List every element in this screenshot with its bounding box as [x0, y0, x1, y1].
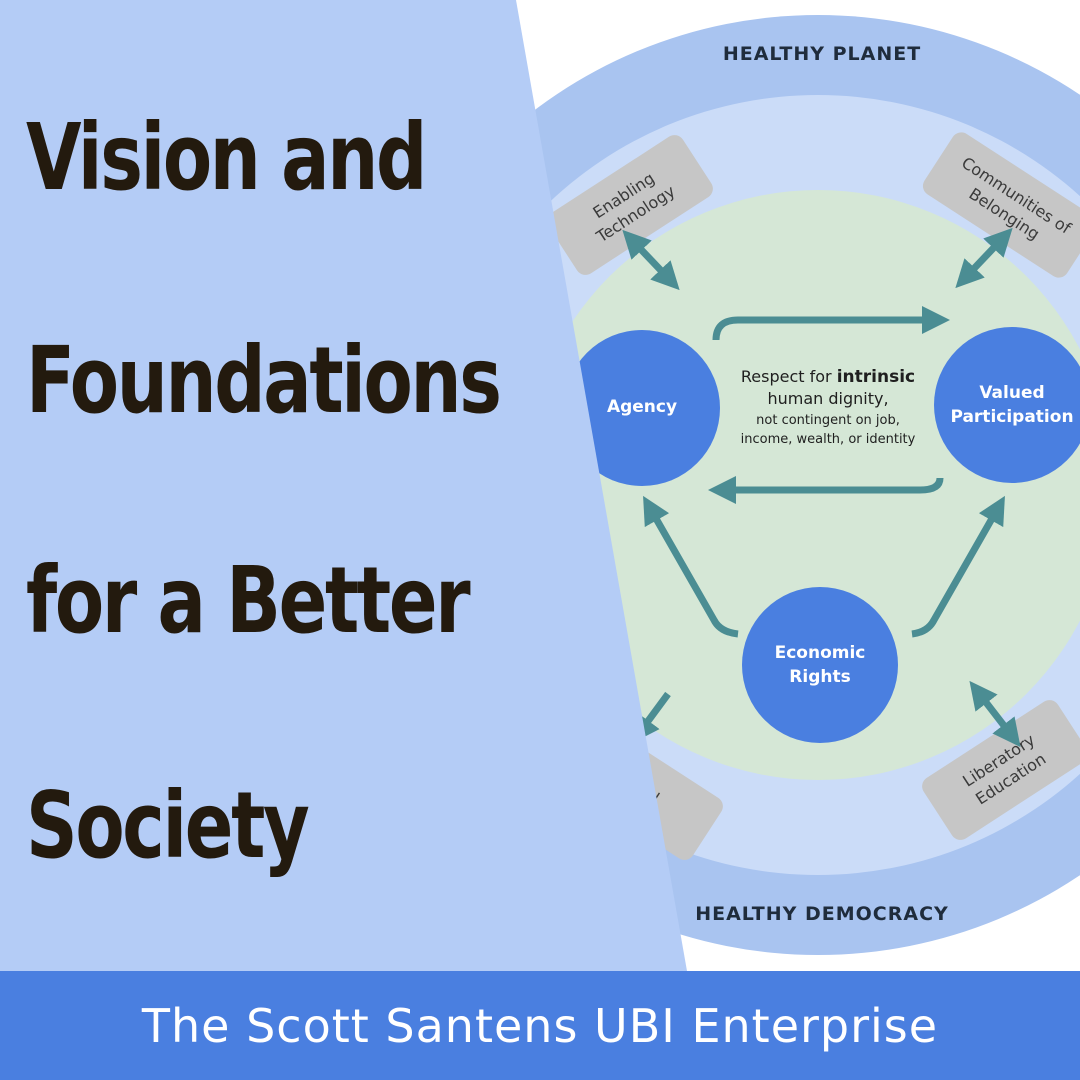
- economic-rights-line2: Rights: [789, 667, 850, 687]
- headline-line-3: for a Better: [26, 547, 471, 654]
- headline-line-2: Foundations: [26, 327, 502, 434]
- center-text-bold: intrinsic: [837, 367, 915, 387]
- pillar-enabling-technology: Enabling Technology: [547, 135, 713, 275]
- valued-participation-line1: Valued: [979, 383, 1044, 403]
- center-text-line2: human dignity,: [767, 389, 888, 408]
- economic-rights-line1: Economic: [775, 643, 866, 663]
- valued-participation-node: [934, 327, 1080, 483]
- center-text-line4: income, wealth, or identity: [741, 432, 916, 447]
- headline-line-4: Society: [26, 772, 310, 879]
- footer-bar: [0, 971, 1080, 1080]
- bottom-left-pillar-arrow: [631, 691, 671, 744]
- liberatory-education-arrow: [969, 680, 1021, 748]
- valued-participation-line2: Participation: [950, 407, 1073, 427]
- enabling-technology-arrow: [622, 229, 680, 291]
- agency-node: [564, 330, 720, 486]
- agency-label: Agency: [607, 397, 677, 417]
- arrow-participation-to-agency: [708, 476, 944, 504]
- healthy-democracy-label: HEALTHY DEMOCRACY: [695, 903, 949, 925]
- healthy-planet-label: HEALTHY PLANET: [723, 43, 921, 65]
- arrow-economic-to-agency: [643, 495, 739, 638]
- headline-line-1: Vision and: [26, 104, 427, 211]
- arrow-economic-to-participation: [911, 495, 1005, 638]
- arrow-agency-to-participation: [712, 306, 950, 341]
- footer-brand-text: The Scott Santens UBI Enterprise: [141, 998, 939, 1053]
- communities-arrow: [955, 227, 1013, 289]
- economic-rights-node: [742, 587, 898, 743]
- center-text-line1: Respect for intrinsic: [741, 367, 915, 387]
- center-text-line3: not contingent on job,: [756, 413, 900, 428]
- center-text-prefix: Respect for: [741, 367, 837, 386]
- left-title-panel: [0, 0, 687, 971]
